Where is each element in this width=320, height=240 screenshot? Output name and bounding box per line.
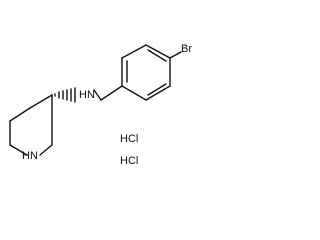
molecule-canvas: Br H N N H HCl HCl [9, 43, 192, 167]
amine-n-label: N [87, 89, 95, 101]
bond-n-ch2 [93, 89, 102, 101]
ring-bond-c6-n1 [9, 144, 28, 156]
ring-bond-c3-c4 [29, 94, 53, 109]
bond-ch2-aryl [100, 85, 123, 101]
ring-bond-n1-c2 [39, 144, 53, 156]
bond-aryl-br [169, 51, 182, 59]
stereo-hash-bond [54, 87, 76, 103]
ring-n-label: N [30, 150, 38, 162]
bromine-label: Br [181, 43, 192, 55]
hcl-label-1: HCl [120, 133, 138, 145]
benzene-ring [121, 44, 171, 101]
structure-diagram: Br H N N H HCl HCl [9, 43, 192, 167]
ring-bond-c4-c5 [9, 107, 31, 122]
piperidine-ring [9, 94, 53, 156]
amine-h-label: H [79, 89, 87, 101]
hcl-label-2: HCl [120, 155, 138, 167]
ring-h-label: H [22, 150, 30, 162]
